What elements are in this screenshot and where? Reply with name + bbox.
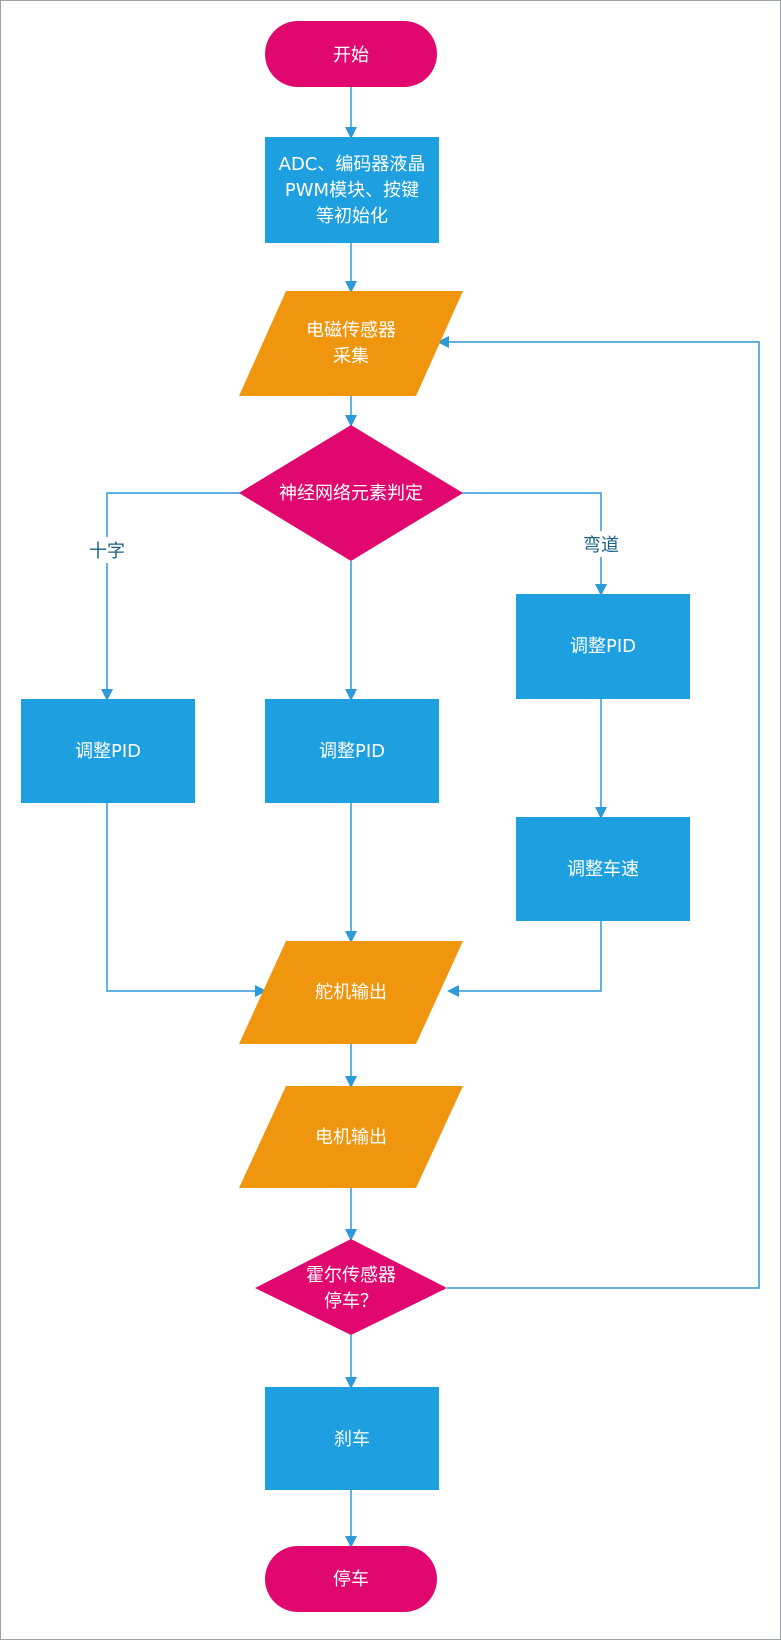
io-parallelogram [239,1086,463,1188]
edge-speed-servo [447,921,602,997]
edge-label-curve-bg [581,531,621,557]
edge-judge-cross [101,492,241,701]
speed-label-line: 调整车速 [567,859,639,880]
pid-left-label-line: 调整PID [75,741,141,762]
edge-pid-left-servo [106,803,267,997]
node-pid-left-label: 调整PID [75,741,141,762]
process-box [516,594,690,699]
node-start-label: 开始 [333,45,369,66]
sensor-label-line: 电磁传感器 [306,320,396,341]
node-brake: 刹车 [265,1387,439,1490]
edge-label-cross: 十字 [89,541,125,562]
init-label-line: 等初始化 [316,206,388,227]
node-motor: 电机输出 [239,1086,463,1188]
node-pid-left: 调整PID [21,699,195,803]
node-pid-mid-label: 调整PID [319,741,385,762]
terminal-shape [265,21,437,87]
node-stop: 停车 [265,1546,437,1612]
node-pid-right: 调整PID [516,594,690,699]
judge-label-line: 神经网络元素判定 [279,483,423,504]
edge-hall-loop-sensor [437,336,760,1289]
hall-label-line: 霍尔传感器 [306,1265,396,1286]
node-judge: 神经网络元素判定 [239,425,463,561]
edge-judge-curve [461,492,607,596]
sensor-label-line: 采集 [333,346,369,367]
edge-label-curve: 弯道 [583,535,619,556]
edge-label-cross-bg [87,537,127,563]
process-box [516,817,690,921]
stop-label-line: 停车 [333,1569,369,1590]
io-parallelogram [239,291,463,396]
node-pid-mid: 调整PID [265,699,439,803]
io-parallelogram [239,941,463,1044]
decision-diamond [239,425,463,561]
node-brake-label: 刹车 [334,1429,370,1450]
node-init: ADC、编码器液晶 PWM模块、按键等初始化 [265,137,439,243]
decision-diamond [255,1239,447,1335]
motor-label-line: 电机输出 [315,1127,387,1148]
node-stop-label: 停车 [333,1569,369,1590]
process-box [265,699,439,803]
init-label-line: PWM模块、按键 [285,180,419,201]
servo-label-line: 舵机输出 [315,982,387,1003]
hall-label-line: 停车？ [324,1291,378,1312]
brake-label-line: 刹车 [334,1429,370,1450]
start-label-line: 开始 [333,45,369,66]
node-sensor-label: 电磁传感器采集 [306,320,396,367]
node-init-label: ADC、编码器液晶 PWM模块、按键等初始化 [279,154,426,227]
node-hall-label: 霍尔传感器停车？ [306,1265,396,1312]
node-pid-right-label: 调整PID [570,636,636,657]
node-speed-label: 调整车速 [567,859,639,880]
process-box [21,699,195,803]
pid-mid-label-line: 调整PID [319,741,385,762]
node-judge-label: 神经网络元素判定 [279,483,423,504]
node-motor-label: 电机输出 [315,1127,387,1148]
pid-right-label-line: 调整PID [570,636,636,657]
process-box [265,137,439,243]
node-sensor: 电磁传感器采集 [239,291,463,396]
edges [101,87,760,1548]
node-hall: 霍尔传感器停车？ [255,1239,447,1335]
terminal-shape [265,1546,437,1612]
node-servo: 舵机输出 [239,941,463,1044]
node-servo-label: 舵机输出 [315,982,387,1003]
process-box [265,1387,439,1490]
init-label-line: ADC、编码器液晶 [279,154,426,175]
node-start: 开始 [265,21,437,87]
node-speed: 调整车速 [516,817,690,921]
